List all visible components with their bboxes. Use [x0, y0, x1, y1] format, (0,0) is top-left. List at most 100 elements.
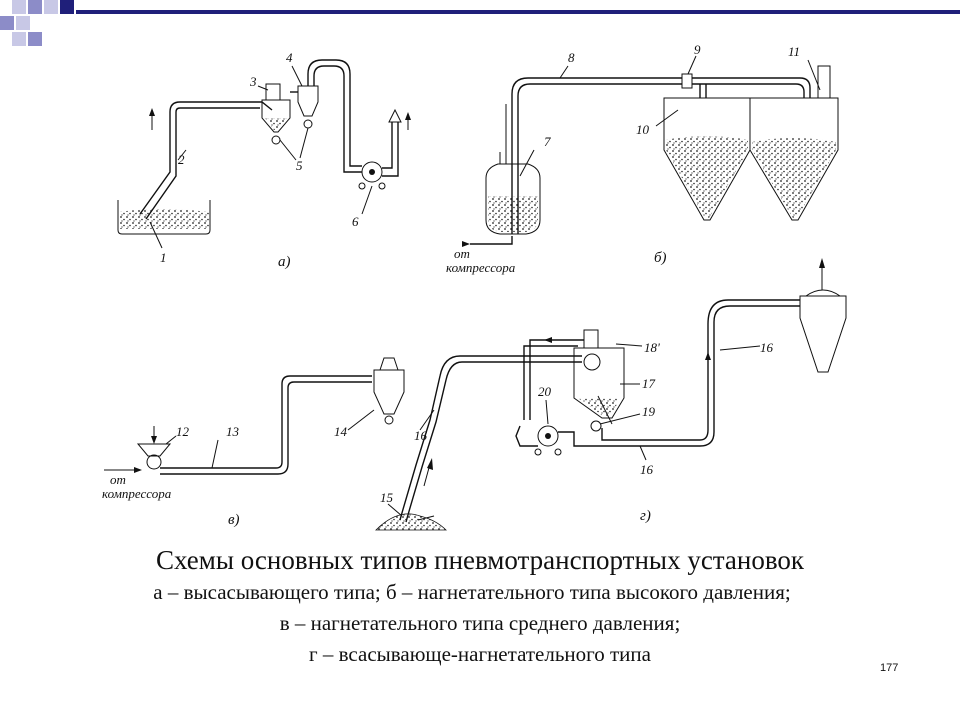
air-return-pipe [529, 339, 584, 420]
label-13: 13 [226, 424, 240, 439]
filter-11 [817, 65, 831, 99]
delivery-pipe-8-inner [517, 83, 805, 234]
leader-4 [291, 65, 303, 87]
ornament-square [60, 0, 74, 14]
valve-filter [303, 119, 313, 129]
separator-14 [373, 369, 405, 415]
caption-line-a-b: а – высасывающего типа; б – нагнетательн… [153, 580, 791, 604]
caption-line-v: в – нагнетательного типа среднего давлен… [279, 611, 681, 635]
leader-7 [519, 149, 535, 177]
fan-hub [545, 433, 551, 439]
delivery-pipe-16 [558, 305, 800, 447]
bin-material-left [666, 136, 748, 218]
label-19: 19 [642, 404, 656, 419]
label-6: 6 [352, 214, 359, 229]
separator-material [265, 118, 288, 130]
fan-foot [534, 448, 542, 456]
compressor-label-b-line1: от [454, 246, 470, 261]
label-16-delivery: 16 [760, 340, 774, 355]
suction-pipe-16-inner [405, 361, 582, 523]
exhaust-pipe-inner [313, 65, 362, 173]
label-18: 18' [644, 340, 660, 355]
ornament-square [28, 0, 42, 14]
leader-2 [177, 149, 187, 161]
leader-12 [165, 435, 177, 445]
leader-6 [361, 185, 373, 215]
leader-11 [807, 59, 821, 91]
arrow-head [149, 108, 155, 116]
label-3: 3 [249, 74, 257, 89]
suction-pipe-16 [399, 355, 582, 521]
valve-19 [590, 420, 602, 432]
arrow-head [705, 352, 711, 360]
material-pile [375, 513, 447, 531]
arrow-head [134, 467, 142, 473]
delivery-pipe-16-inner [601, 299, 800, 441]
cyclone-top [805, 289, 841, 297]
ornament-square [28, 32, 42, 46]
leader-9 [687, 55, 697, 75]
leader-13 [211, 439, 219, 469]
label-5: 5 [296, 158, 303, 173]
exhaust-pipe [307, 59, 362, 167]
delivery-pipe-8 [511, 77, 811, 234]
fan-foot [554, 448, 562, 456]
fan-foot [378, 182, 386, 190]
pipe-13-inner [160, 381, 372, 475]
ornament-square [16, 16, 30, 30]
label-7: 7 [544, 134, 551, 149]
arrow-head [151, 436, 157, 444]
rotary-feeder [597, 395, 613, 425]
valve-14 [384, 415, 394, 425]
separator-top-18 [583, 329, 599, 349]
page-number: 177 [880, 662, 899, 674]
vessel-material [488, 196, 538, 232]
filter-4 [297, 85, 319, 117]
separator-3-top [265, 83, 281, 101]
label-2: 2 [178, 152, 185, 167]
leader-16b [719, 345, 761, 351]
ornament-square [12, 32, 26, 46]
compressor-label-v-line2: компрессора [102, 486, 172, 501]
fan-outlet [382, 120, 393, 169]
leader-18 [615, 343, 643, 347]
leader-5 [279, 139, 297, 161]
pipe-13 [160, 375, 372, 469]
feeder-12-hopper [136, 443, 172, 457]
corner-ornament [0, 0, 960, 46]
label-14: 14 [334, 424, 348, 439]
arrow-head [462, 241, 470, 247]
bin-10-right [749, 97, 839, 221]
figure-title: Схемы основных типов пневмотранспортных … [155, 545, 805, 575]
compressor-label-b-line2: компрессора [446, 260, 516, 275]
ornament-square [44, 0, 58, 14]
separator-material [578, 398, 620, 416]
panel-label-g: г) [640, 508, 651, 524]
separator-17 [573, 347, 625, 419]
separator-inlet [583, 353, 601, 371]
feeder-12 [146, 454, 162, 470]
leader-10 [655, 109, 679, 127]
outlet-arrow [388, 108, 402, 123]
fan-hub [369, 169, 375, 175]
compressor-inlet-b [470, 236, 513, 245]
panel-label-b: б) [654, 250, 667, 266]
arrow-head [544, 337, 552, 343]
label-9: 9 [694, 42, 701, 57]
label-15: 15 [380, 490, 394, 505]
panel-label-a: а) [278, 254, 291, 270]
label-4: 4 [286, 50, 293, 65]
leader-19 [599, 413, 641, 425]
suction-pipe-2-inner [145, 107, 260, 220]
leader-5b [299, 127, 309, 159]
label-16-suction: 16 [414, 428, 428, 443]
vessel-7 [485, 163, 541, 235]
material-in-bin [119, 209, 209, 229]
panel-label-v: в) [228, 512, 240, 528]
leader-3 [257, 85, 269, 91]
fan-6 [361, 161, 383, 183]
bin-material-right [752, 138, 836, 218]
fan-inlet [515, 425, 538, 447]
switch-9 [681, 73, 693, 89]
separator-3 [261, 99, 291, 133]
